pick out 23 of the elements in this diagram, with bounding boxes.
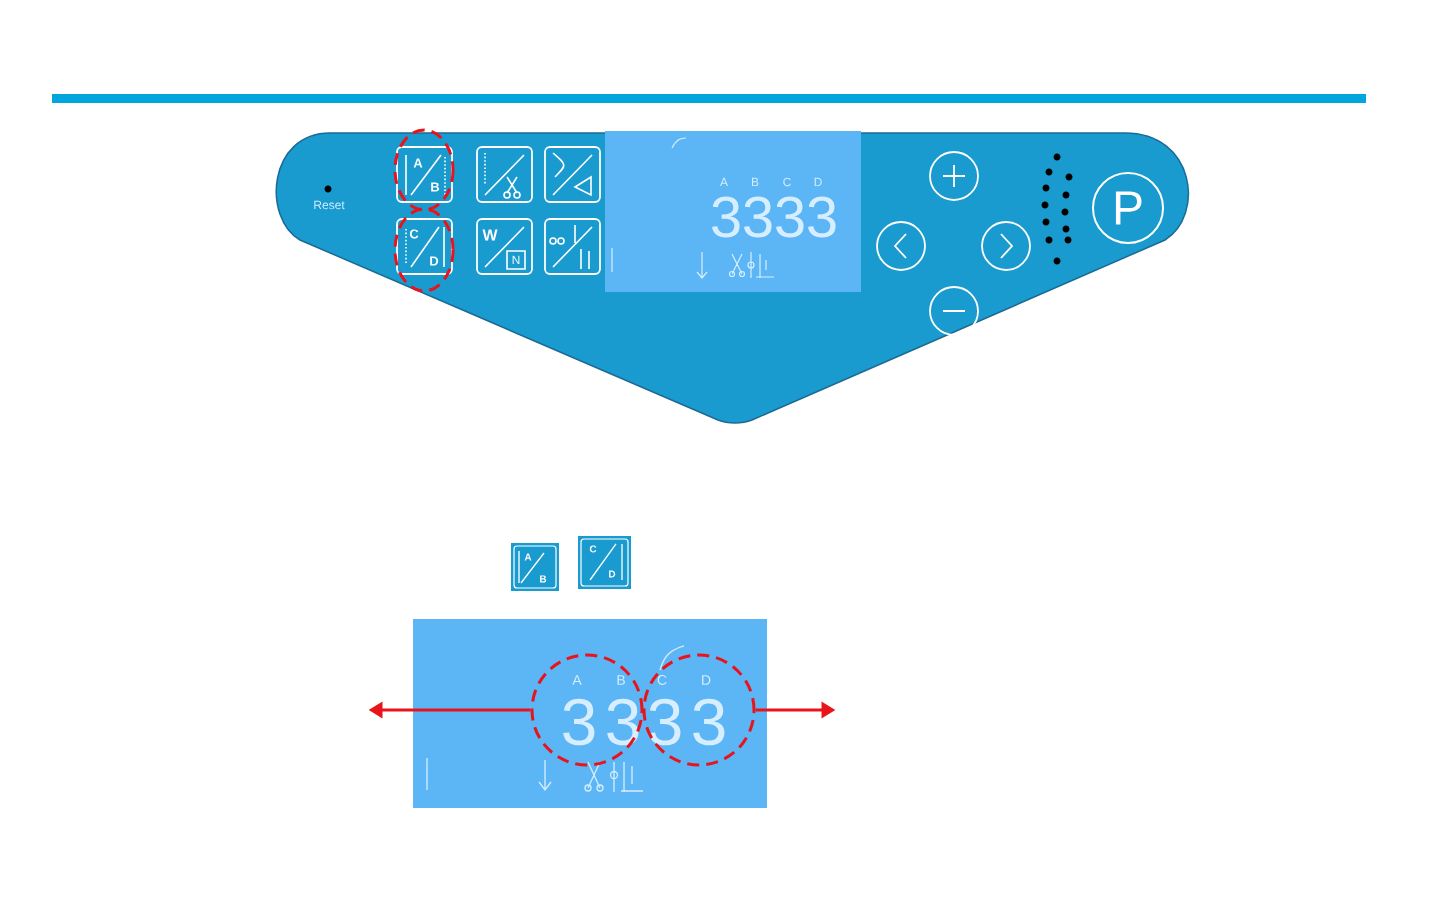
digit: 3 <box>776 196 804 238</box>
segment-letter: A <box>720 177 728 187</box>
segment-letter: C <box>657 675 667 685</box>
highlight-circle <box>530 653 644 767</box>
program-button: P <box>1092 172 1164 244</box>
segment-letter: C <box>783 177 791 187</box>
digit: 3 <box>744 196 772 238</box>
reset-label: Reset <box>314 200 345 210</box>
digit: 3 <box>563 698 595 746</box>
stitch-button: C D <box>396 218 453 275</box>
stitch-button: W N <box>476 218 533 275</box>
digit: 3 <box>693 698 725 746</box>
digit: 3 <box>649 698 681 746</box>
digit: 3 <box>607 698 639 746</box>
segment-letter: B <box>617 675 625 685</box>
digit: 3 <box>808 196 836 238</box>
stitch-button: A B <box>396 146 453 203</box>
segment-letter: A <box>572 675 582 685</box>
segment-letter: B <box>752 177 759 187</box>
segment-letter: D <box>702 675 711 685</box>
digit: 3 <box>712 196 740 238</box>
highlight-circle <box>642 653 756 767</box>
segment-letter: D <box>814 177 822 187</box>
